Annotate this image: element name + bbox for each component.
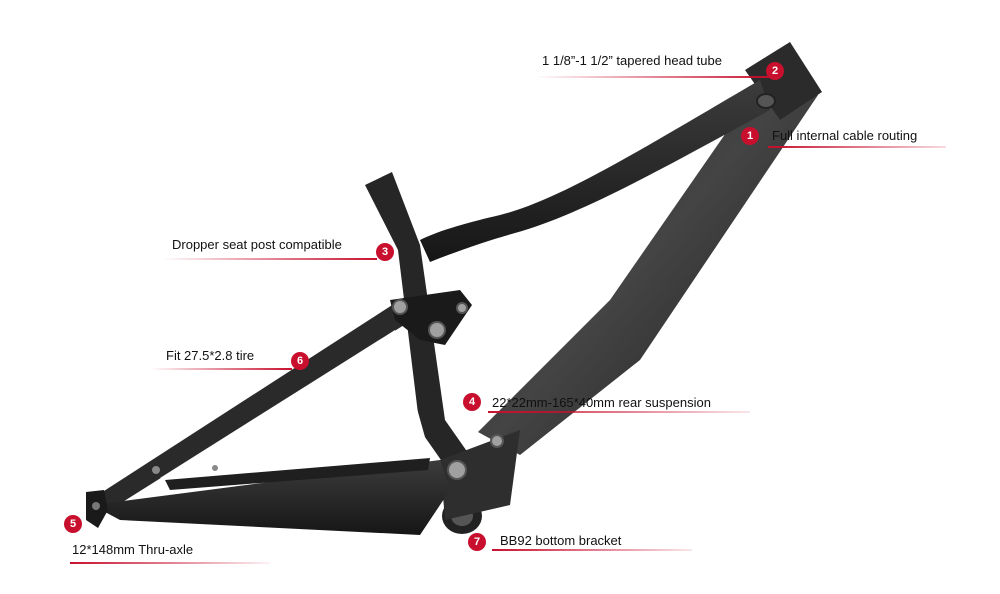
rocker-link [390, 290, 472, 345]
callout-label: 1 1/8”-1 1/2” tapered head tube [542, 53, 722, 68]
callout-underline [492, 549, 692, 551]
pivot-bolt [212, 465, 218, 471]
pivot-bolt [447, 460, 467, 480]
callout-label: Full internal cable routing [772, 128, 918, 143]
callout-label: 12*148mm Thru-axle [72, 542, 194, 557]
down-tube [478, 55, 818, 455]
callout-number-badge: 2 [766, 62, 784, 80]
callout-number-badge: 5 [64, 515, 82, 533]
callout-underline [150, 368, 292, 370]
pivot-bolt [456, 302, 468, 314]
head-tube [745, 42, 822, 120]
callout-number-badge: 7 [468, 533, 486, 551]
callout-label: 22*22mm-165*40mm rear suspension [492, 395, 711, 410]
pivot-bolt [490, 434, 504, 448]
callout-number-badge: 3 [376, 243, 394, 261]
callout-label: Dropper seat post compatible [172, 237, 342, 252]
callout-underline [488, 411, 750, 413]
pivot-bolt [152, 466, 160, 474]
seat-stay [90, 300, 412, 510]
callout-underline [162, 258, 377, 260]
callout-label: Fit 27.5*2.8 tire [166, 348, 255, 363]
callout-label: BB92 bottom bracket [500, 533, 622, 548]
pivot-bolt [392, 299, 408, 315]
callout-underline [535, 76, 775, 78]
callout-underline [70, 562, 270, 564]
chain-stay [92, 460, 450, 535]
callout-number-badge: 4 [463, 393, 481, 411]
callout-number-badge: 6 [291, 352, 309, 370]
callout-underline [768, 146, 946, 148]
pivot-bolt [428, 321, 446, 339]
callout-number-badge: 1 [741, 127, 759, 145]
top-tube [420, 80, 770, 262]
cable-port [756, 93, 776, 109]
